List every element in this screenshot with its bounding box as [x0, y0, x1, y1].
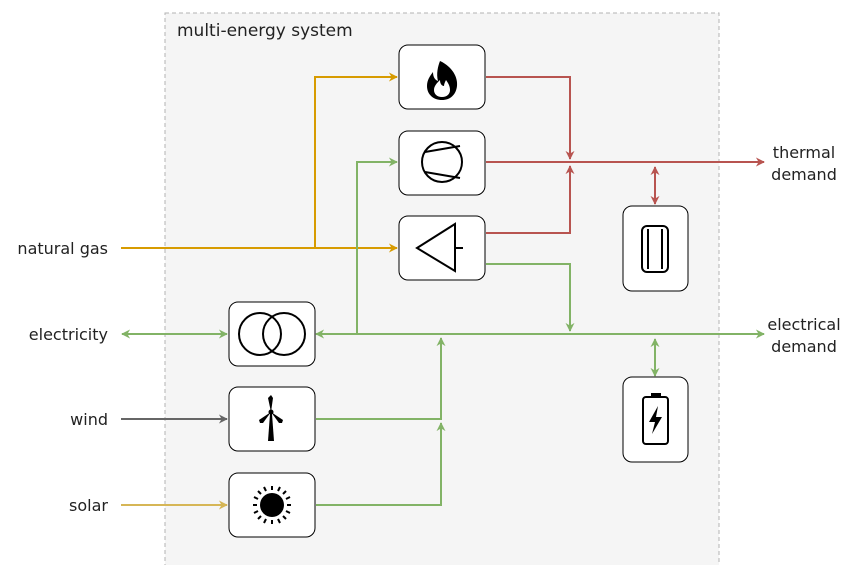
input-label-wind: wind [70, 410, 108, 429]
sun-icon [253, 486, 291, 524]
pv-box [228, 472, 316, 538]
heat-pump-icon [421, 141, 463, 183]
gas-boiler-box [398, 44, 486, 110]
output-label-thermal-demand: demand [771, 165, 837, 184]
flame-icon [427, 61, 458, 100]
thermal-storage-box [622, 205, 689, 292]
gas-connections [121, 72, 398, 253]
input-label-solar: solar [69, 496, 108, 515]
input-label-electricity: electricity [29, 325, 108, 344]
output-label-electrical-demand: demand [771, 337, 837, 356]
heat-connections [486, 76, 765, 234]
input-label-natural-gas: natural gas [17, 239, 108, 258]
battery-icon [642, 393, 669, 445]
electric-connections [121, 157, 765, 506]
system-title: multi-energy system [177, 21, 353, 41]
transformer-box [228, 301, 316, 367]
output-label-thermal: thermal [773, 143, 835, 162]
wind-turbine-box [228, 386, 316, 452]
tank-icon [641, 225, 669, 273]
transformer-icon [238, 312, 306, 356]
output-label-electrical: electrical [767, 315, 840, 334]
wind-turbine-icon [259, 395, 283, 441]
heat-pump-box [398, 130, 486, 196]
turbine-icon [415, 222, 463, 273]
battery-box [622, 376, 689, 463]
chp-box [398, 215, 486, 281]
